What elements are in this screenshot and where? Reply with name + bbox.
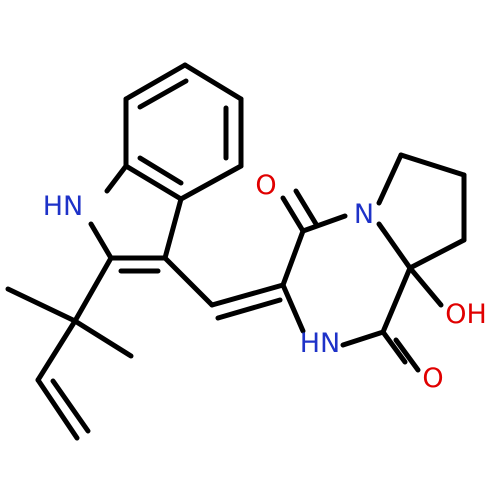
carbonyl-oxygen-label: O (255, 170, 276, 201)
bond (407, 237, 467, 271)
bond (300, 213, 348, 234)
bond (209, 282, 286, 308)
bond (340, 329, 386, 348)
bond-inner (137, 78, 189, 110)
bonds (5, 62, 467, 441)
bond (376, 221, 413, 271)
nh-indole-label: HN (43, 191, 84, 222)
bond (398, 152, 467, 178)
ring-nitrogen-label: N (354, 199, 374, 230)
bond (182, 62, 244, 102)
bond (162, 255, 215, 308)
bond (35, 377, 80, 441)
bond-inner (215, 297, 283, 321)
nh-amide-label: HN (300, 328, 341, 359)
bond (72, 318, 134, 359)
atom-labels: HN O N OH HN O (43, 170, 487, 394)
bond (380, 265, 413, 335)
carbonyl-oxygen-label: O (422, 363, 443, 394)
bond (123, 163, 184, 202)
hydroxyl-label: OH (445, 299, 487, 330)
bond (280, 228, 306, 288)
bond (162, 196, 184, 261)
bond (104, 163, 129, 194)
bond (293, 188, 319, 227)
bond (123, 62, 188, 102)
bond (280, 195, 306, 234)
bond-inner (50, 378, 91, 434)
bond (5, 286, 78, 324)
bond (72, 255, 114, 324)
bond (88, 221, 114, 261)
bond (35, 318, 78, 383)
bond (393, 337, 421, 373)
bond (380, 329, 408, 365)
bond (376, 152, 404, 206)
bond (178, 163, 244, 202)
bond-inner (137, 155, 184, 186)
bond (280, 282, 306, 334)
bond (407, 265, 444, 308)
